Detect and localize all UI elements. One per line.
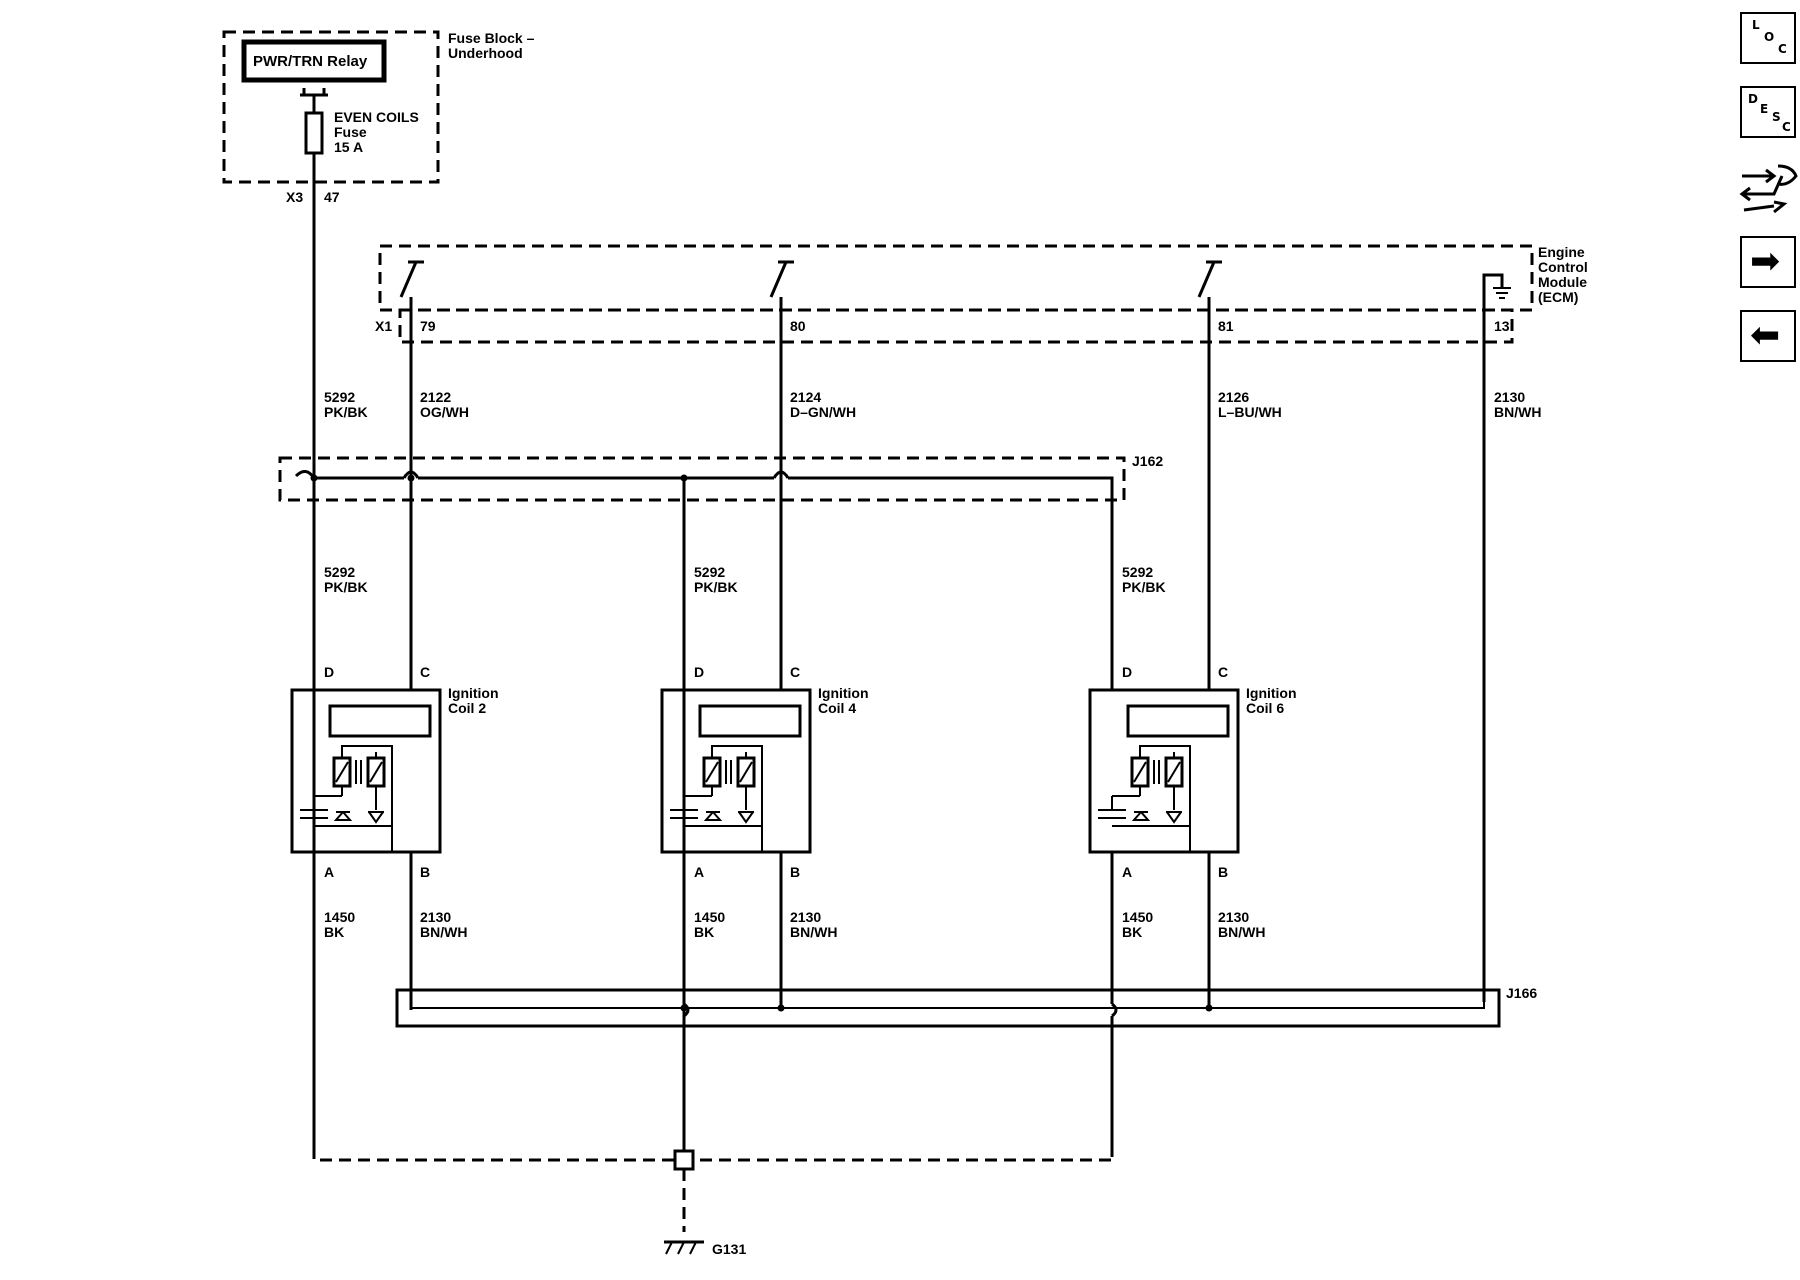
svg-text:5292: 5292 (694, 564, 725, 580)
ignition-coil-2: 5292 PK/BK D C Ignition Coil 2 A B 1450 … (290, 564, 499, 940)
svg-text:BK: BK (1122, 924, 1142, 940)
location-button[interactable]: L O C (1740, 12, 1796, 64)
svg-text:2130: 2130 (1218, 909, 1249, 925)
fuse-block-title-1: Fuse Block – (448, 30, 535, 46)
ground-icon (1482, 273, 1511, 305)
right-arrow-icon: ➡ (1750, 241, 1781, 282)
svg-text:B: B (420, 864, 430, 880)
coil-internal-icon (670, 745, 763, 852)
splice-j162 (278, 456, 1126, 502)
svg-text:PK/BK: PK/BK (694, 579, 738, 595)
fuse-icon (304, 111, 324, 155)
svg-text:A: A (1122, 864, 1132, 880)
fuse-label-3: 15 A (334, 139, 363, 155)
svg-text:5292: 5292 (324, 389, 355, 405)
svg-text:Coil 6: Coil 6 (1246, 700, 1284, 716)
ground-label: G131 (712, 1241, 746, 1257)
svg-text:Ignition: Ignition (818, 685, 869, 701)
circuit-labels-top: 5292 PK/BK 2122 OG/WH 2124 D–GN/WH 2126 … (324, 389, 1541, 420)
fuse-pin-label: 47 (324, 189, 340, 205)
svg-text:2130: 2130 (790, 909, 821, 925)
svg-text:PK/BK: PK/BK (324, 579, 368, 595)
ecm-title-2: Control (1538, 259, 1588, 275)
ground-bus: G131 (312, 1026, 1114, 1257)
svg-text:BN/WH: BN/WH (1494, 404, 1541, 420)
ignition-coil-6: 5292 PK/BK D C Ignition Coil 6 A B 1450 … (1088, 564, 1297, 940)
left-arrow-icon: ⬅ (1750, 315, 1781, 356)
svg-text:D: D (324, 664, 334, 680)
svg-text:BK: BK (694, 924, 714, 940)
svg-text:5292: 5292 (324, 564, 355, 580)
driver-switch-icon (769, 260, 794, 298)
svg-text:2126: 2126 (1218, 389, 1249, 405)
description-button[interactable]: D E S C (1740, 86, 1796, 138)
svg-text:5292: 5292 (1122, 564, 1153, 580)
wrench-arrows-icon (1739, 164, 1798, 214)
relay-box (241, 39, 387, 83)
svg-text:Coil 2: Coil 2 (448, 700, 486, 716)
next-button[interactable]: ➡ (1740, 236, 1796, 288)
svg-text:BN/WH: BN/WH (790, 924, 837, 940)
svg-text:Ignition: Ignition (1246, 685, 1297, 701)
svg-text:D–GN/WH: D–GN/WH (790, 404, 856, 420)
ecm-pin-81: 81 (1218, 318, 1234, 334)
svg-text:C: C (790, 664, 800, 680)
ecm-title-4: (ECM) (1538, 289, 1578, 305)
svg-text:PK/BK: PK/BK (1122, 579, 1166, 595)
splice-j166-label: J166 (1506, 985, 1537, 1001)
svg-text:A: A (324, 864, 334, 880)
ecm-pin-80: 80 (790, 318, 806, 334)
svg-text:D: D (694, 664, 704, 680)
svg-text:PK/BK: PK/BK (324, 404, 368, 420)
svg-text:C: C (1218, 664, 1228, 680)
svg-text:BK: BK (324, 924, 344, 940)
svg-text:2130: 2130 (420, 909, 451, 925)
svg-text:A: A (694, 864, 704, 880)
svg-text:2130: 2130 (1494, 389, 1525, 405)
svg-text:Ignition: Ignition (448, 685, 499, 701)
fuse-label-1: EVEN COILS (334, 109, 419, 125)
previous-button[interactable]: ⬅ (1740, 310, 1796, 362)
svg-text:1450: 1450 (1122, 909, 1153, 925)
svg-text:C: C (420, 664, 430, 680)
svg-text:Coil 4: Coil 4 (818, 700, 856, 716)
driver-switch-icon (399, 260, 424, 298)
wires-top (294, 153, 1486, 1157)
coil-internal-icon (1098, 745, 1191, 852)
svg-text:1450: 1450 (324, 909, 355, 925)
svg-text:BN/WH: BN/WH (1218, 924, 1265, 940)
chassis-ground-icon (664, 1240, 704, 1255)
svg-text:OG/WH: OG/WH (420, 404, 469, 420)
splice-j162-label: J162 (1132, 453, 1163, 469)
ecm-module: Engine Control Module (ECM) X1 79 80 81 … (375, 244, 1588, 344)
fuse-label-2: Fuse (334, 124, 367, 140)
splice-j166: J166 (395, 985, 1537, 1028)
svg-text:1450: 1450 (694, 909, 725, 925)
ecm-pin-13: 13 (1494, 318, 1510, 334)
ecm-pin-79: 79 (420, 318, 436, 334)
coil-internal-icon (300, 745, 393, 852)
ecm-title-1: Engine (1538, 244, 1585, 260)
svg-text:2122: 2122 (420, 389, 451, 405)
ecm-title-3: Module (1538, 274, 1587, 290)
fuse-block: PWR/TRN Relay Fuse Block – Underhood EVE… (222, 30, 535, 205)
fuse-block-title-2: Underhood (448, 45, 523, 61)
wires-bottom (409, 852, 1211, 1157)
svg-text:B: B (790, 864, 800, 880)
ecm-connector-label: X1 (375, 318, 392, 334)
ignition-coil-4: 5292 PK/BK D C Ignition Coil 4 A B 1450 … (660, 564, 869, 940)
svg-text:L–BU/WH: L–BU/WH (1218, 404, 1282, 420)
relay-label: PWR/TRN Relay (253, 53, 368, 70)
fuse-connector-label: X3 (286, 189, 303, 205)
svg-text:D: D (1122, 664, 1132, 680)
svg-text:B: B (1218, 864, 1228, 880)
driver-switch-icon (1197, 260, 1222, 298)
svg-text:2124: 2124 (790, 389, 821, 405)
svg-text:BN/WH: BN/WH (420, 924, 467, 940)
service-info-button[interactable] (1738, 158, 1800, 220)
